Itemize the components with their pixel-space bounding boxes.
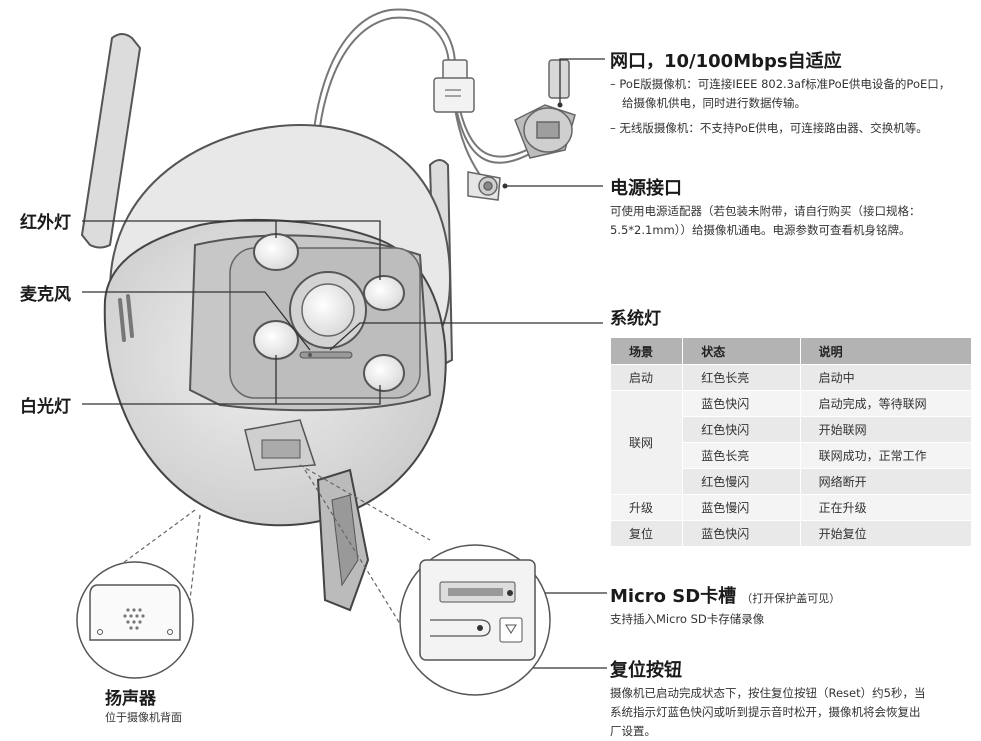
table-row: 启动 红色长亮 启动中 — [609, 364, 973, 391]
reset-button-callout: 复位按钮 摄像机已启动完成状态下，按住复位按钮（Reset）约5秒，当 系统指示… — [610, 656, 980, 741]
reset-button-title: 复位按钮 — [610, 660, 682, 681]
table-cell-state: 红色快闪 — [682, 416, 801, 443]
system-light-callout: 系统灯 场景 状态 说明 启动 红色长亮 启动中 联网 蓝色快闪 启动完成，等待… — [609, 304, 973, 547]
table-cell-desc: 正在升级 — [799, 494, 973, 521]
table-cell-state: 蓝色快闪 — [682, 520, 801, 547]
microphone-label: 麦克风 — [20, 285, 71, 305]
table-cell-scene: 升级 — [609, 494, 684, 521]
power-port-desc-2: 5.5*2.1mm））给摄像机通电。电源参数可查看机身铭牌。 — [610, 223, 911, 237]
table-row: 复位 蓝色快闪 开始复位 — [609, 520, 973, 547]
network-connector-icon — [433, 59, 576, 159]
table-cell-scene: 复位 — [609, 520, 684, 547]
table-cell-desc: 启动完成，等待联网 — [799, 390, 973, 417]
table-cell-desc: 开始复位 — [799, 520, 973, 547]
power-port-title: 电源接口 — [610, 178, 682, 199]
table-cell-desc: 启动中 — [799, 364, 973, 391]
reset-button-desc-1: 摄像机已启动完成状态下，按住复位按钮（Reset）约5秒，当 — [610, 686, 926, 700]
speaker-title: 扬声器 — [105, 689, 156, 709]
reset-button-desc-3: 厂设置。 — [610, 724, 656, 738]
micro-sd-note: （打开保护盖可见） — [741, 592, 841, 605]
table-cell-desc: 开始联网 — [799, 416, 973, 443]
network-port-bullet-2: – 无线版摄像机：不支持PoE供电，可连接路由器、交换机等。 — [610, 121, 928, 135]
antenna-left — [80, 33, 142, 249]
table-cell-state: 蓝色慢闪 — [682, 494, 801, 521]
table-row: 联网 蓝色快闪 启动完成，等待联网 — [609, 390, 973, 495]
system-light-table: 场景 状态 说明 启动 红色长亮 启动中 联网 蓝色快闪 启动完成，等待联网 红… — [609, 337, 973, 547]
speaker-grille-icon — [123, 608, 145, 630]
system-light-title: 系统灯 — [610, 309, 661, 329]
table-header-state: 状态 — [682, 337, 801, 365]
sd-magnifier — [399, 544, 551, 696]
network-port-bullet-1: – PoE版摄像机：可连接IEEE 802.3af标准PoE供电设备的PoE口， — [610, 77, 951, 91]
speaker-magnifier — [76, 561, 194, 679]
table-cell-desc: 联网成功，正常工作 — [799, 442, 973, 469]
table-cell-scene: 联网 — [609, 390, 684, 495]
table-cell-state: 蓝色快闪 — [682, 390, 801, 417]
table-header-row: 场景 状态 说明 — [609, 337, 973, 365]
micro-sd-title: Micro SD卡槽 — [610, 586, 737, 607]
power-connector-icon — [467, 171, 501, 201]
network-port-bullet-1-cont: 给摄像机供电，同时进行数据传输。 — [622, 96, 806, 110]
table-cell-state: 红色慢闪 — [682, 468, 801, 495]
network-port-callout: 网口，10/100Mbps自适应 – PoE版摄像机：可连接IEEE 802.3… — [610, 47, 980, 138]
table-row: 升级 蓝色慢闪 正在升级 — [609, 494, 973, 521]
table-cell-scene: 启动 — [609, 364, 684, 391]
table-cell-state: 红色长亮 — [682, 364, 801, 391]
speaker-desc: 位于摄像机背面 — [105, 711, 182, 724]
micro-sd-callout: Micro SD卡槽 （打开保护盖可见） 支持插入Micro SD卡存储录像 — [610, 582, 980, 629]
power-port-desc-1: 可使用电源适配器（若包装未附带，请自行购买（接口规格： — [610, 204, 921, 218]
table-row: 蓝色长亮 联网成功，正常工作 — [611, 442, 973, 469]
table-row: 红色慢闪 网络断开 — [611, 468, 973, 495]
power-port-callout: 电源接口 可使用电源适配器（若包装未附带，请自行购买（接口规格： 5.5*2.1… — [610, 174, 980, 240]
table-cell-state: 蓝色长亮 — [682, 442, 801, 469]
speaker-callout: 扬声器 位于摄像机背面 — [105, 684, 182, 726]
micro-sd-desc: 支持插入Micro SD卡存储录像 — [610, 612, 765, 626]
leader-lines — [82, 58, 607, 669]
table-header-desc: 说明 — [799, 337, 973, 365]
network-port-title: 网口，10/100Mbps自适应 — [610, 51, 842, 72]
white-light-label: 白光灯 — [20, 397, 71, 417]
infrared-light-label: 红外灯 — [20, 213, 71, 233]
camera-dome — [103, 123, 452, 612]
table-cell-desc: 网络断开 — [799, 468, 973, 495]
table-header-scene: 场景 — [609, 337, 684, 365]
reset-button-desc-2: 系统指示灯蓝色快闪或听到提示音时松开，摄像机将会恢复出 — [610, 705, 921, 719]
table-row: 红色快闪 开始联网 — [611, 416, 973, 443]
